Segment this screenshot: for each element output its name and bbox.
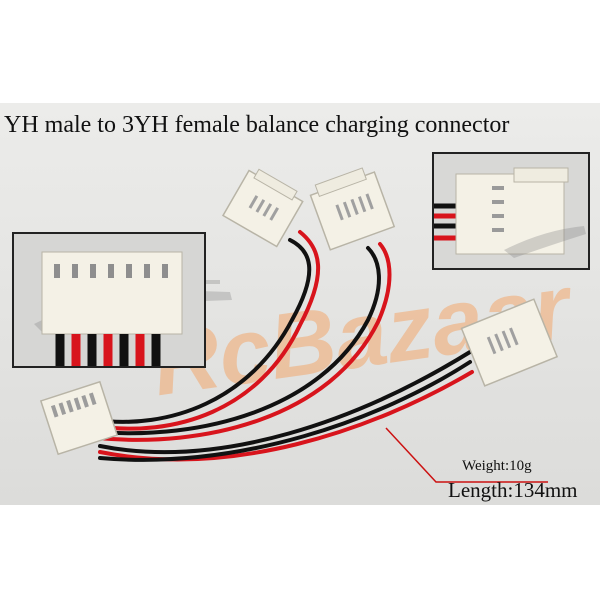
weight-label: Weight:10g bbox=[462, 458, 532, 474]
length-pointer-line bbox=[385, 427, 548, 483]
female-connector-3 bbox=[460, 298, 559, 387]
female-closeup-image bbox=[434, 154, 588, 268]
female-connector-1 bbox=[221, 168, 304, 248]
inset-female-closeup bbox=[432, 152, 590, 270]
male-connector bbox=[39, 380, 119, 456]
male-closeup-image bbox=[14, 234, 204, 366]
product-title: YH male to 3YH female balance charging c… bbox=[4, 112, 510, 138]
length-label: Length:134mm bbox=[448, 478, 578, 502]
inset-male-closeup bbox=[12, 232, 206, 368]
female-connector-2 bbox=[309, 167, 396, 251]
